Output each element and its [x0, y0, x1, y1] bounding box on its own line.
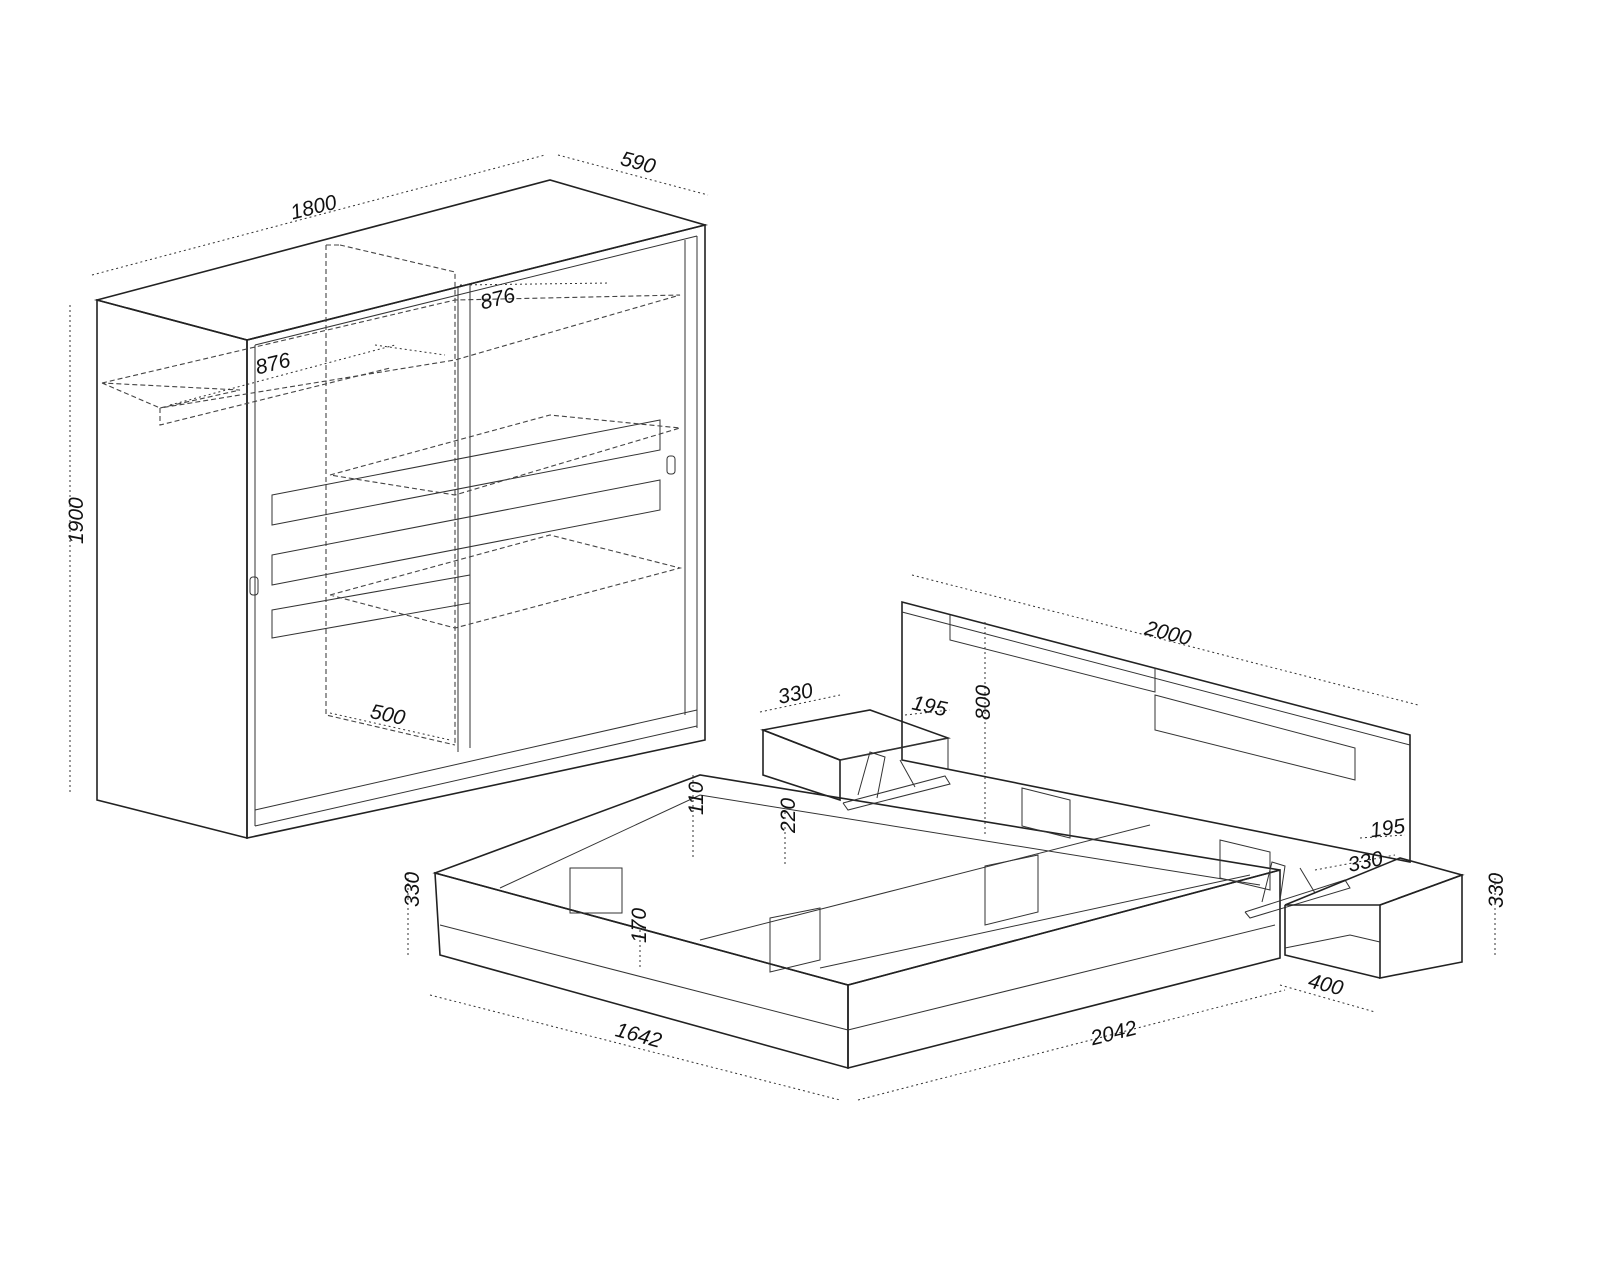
bed-dimensions: 2000 800 330 195 110 220 330 170 1642 20…: [401, 574, 1508, 1101]
dim-nightstand-right-height: 330: [1485, 873, 1508, 908]
dim-base-inset: 170: [628, 908, 651, 943]
handle-icon: [666, 455, 676, 475]
dim-wardrobe-depth: 590: [618, 147, 658, 178]
dim-wardrobe-height: 1900: [65, 497, 88, 544]
dim-inner-depth: 220: [777, 798, 800, 834]
wardrobe: [93, 179, 709, 840]
dim-nightstand-right-depth: 195: [1369, 815, 1407, 843]
dim-inner-width: 500: [368, 700, 407, 730]
dim-nightstand-right-width: 330: [1346, 847, 1385, 877]
dim-bed-width: 1642: [613, 1018, 664, 1052]
dim-side-rail: 110: [685, 781, 708, 815]
dim-nightstand-left-depth: 195: [910, 691, 949, 721]
dim-bed-length: 2042: [1087, 1016, 1139, 1050]
dim-nightstand-left-width: 330: [776, 679, 815, 709]
handle-icon: [249, 576, 259, 596]
lift-mechanism-icon: [1244, 861, 1351, 919]
bed: [432, 600, 1465, 1070]
lift-mechanism-icon: [842, 751, 951, 811]
wardrobe-dimensions: 1800 590 1900 876 876 500: [65, 147, 709, 795]
dim-headboard-height: 800: [972, 685, 995, 720]
dim-nightstand-right-length: 400: [1306, 970, 1346, 1001]
dim-headboard-width: 2000: [1142, 616, 1194, 650]
dim-rail-left: 876: [253, 349, 293, 380]
support-panel: [569, 867, 623, 914]
dim-wardrobe-width: 1800: [288, 191, 339, 225]
dim-bed-height: 330: [401, 872, 424, 907]
